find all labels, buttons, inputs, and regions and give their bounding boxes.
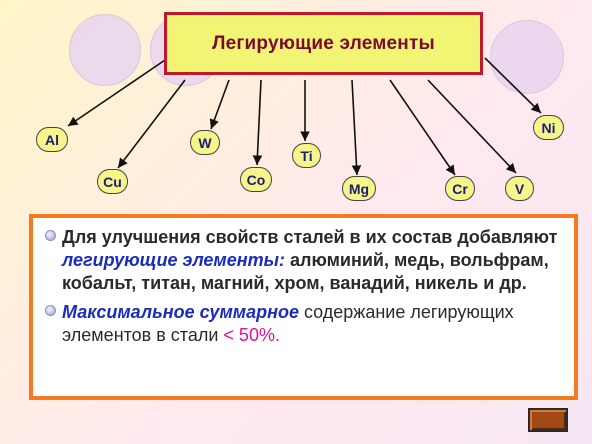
connector-cr [389,79,456,176]
element-node-w: W [190,130,220,155]
text-box: Для улучшения свойств сталей в их состав… [29,214,578,400]
connector-mg [351,79,362,176]
paragraph2-highlight: Максимальное суммарное [62,302,299,322]
connector-co [252,79,263,166]
connector-al [67,57,169,127]
element-node-v: V [505,176,534,201]
paragraph2-text-middle: содержание легирующих элементов в стали [62,302,514,345]
element-node-co: Co [240,167,272,192]
connector-cu [117,79,186,169]
element-node-cr: Cr [445,176,475,201]
element-node-ni: Ni [533,115,564,140]
title-box: Легирующие элементы [164,12,483,75]
element-node-mg: Mg [342,176,376,201]
paragraph1-text-before: Для улучшения свойств сталей в их состав… [62,227,558,247]
element-node-ti: Ti [292,143,321,168]
paragraph2-value: < 50%. [223,325,280,345]
connector-ni [484,57,542,114]
diagram-title: Легирующие элементы [212,32,435,54]
paragraph1-highlight: легирующие элементы: [62,250,285,270]
element-node-al: Al [36,127,68,152]
decorative-circle-left [69,14,141,86]
connector-v [427,79,517,174]
paragraph1-text-after: алюминий, медь, вольфрам, кобальт, титан… [62,250,549,293]
paragraph-max-content: Максимальное суммарное содержание легиру… [45,301,562,347]
decorative-circle-right [490,20,564,94]
paragraph-composition: Для улучшения свойств сталей в их состав… [45,226,562,295]
slide-nav-button[interactable] [528,408,568,432]
bullet-icon [45,305,56,316]
connector-w [209,79,230,130]
element-node-cu: Cu [97,169,128,194]
bullet-icon [45,230,56,241]
